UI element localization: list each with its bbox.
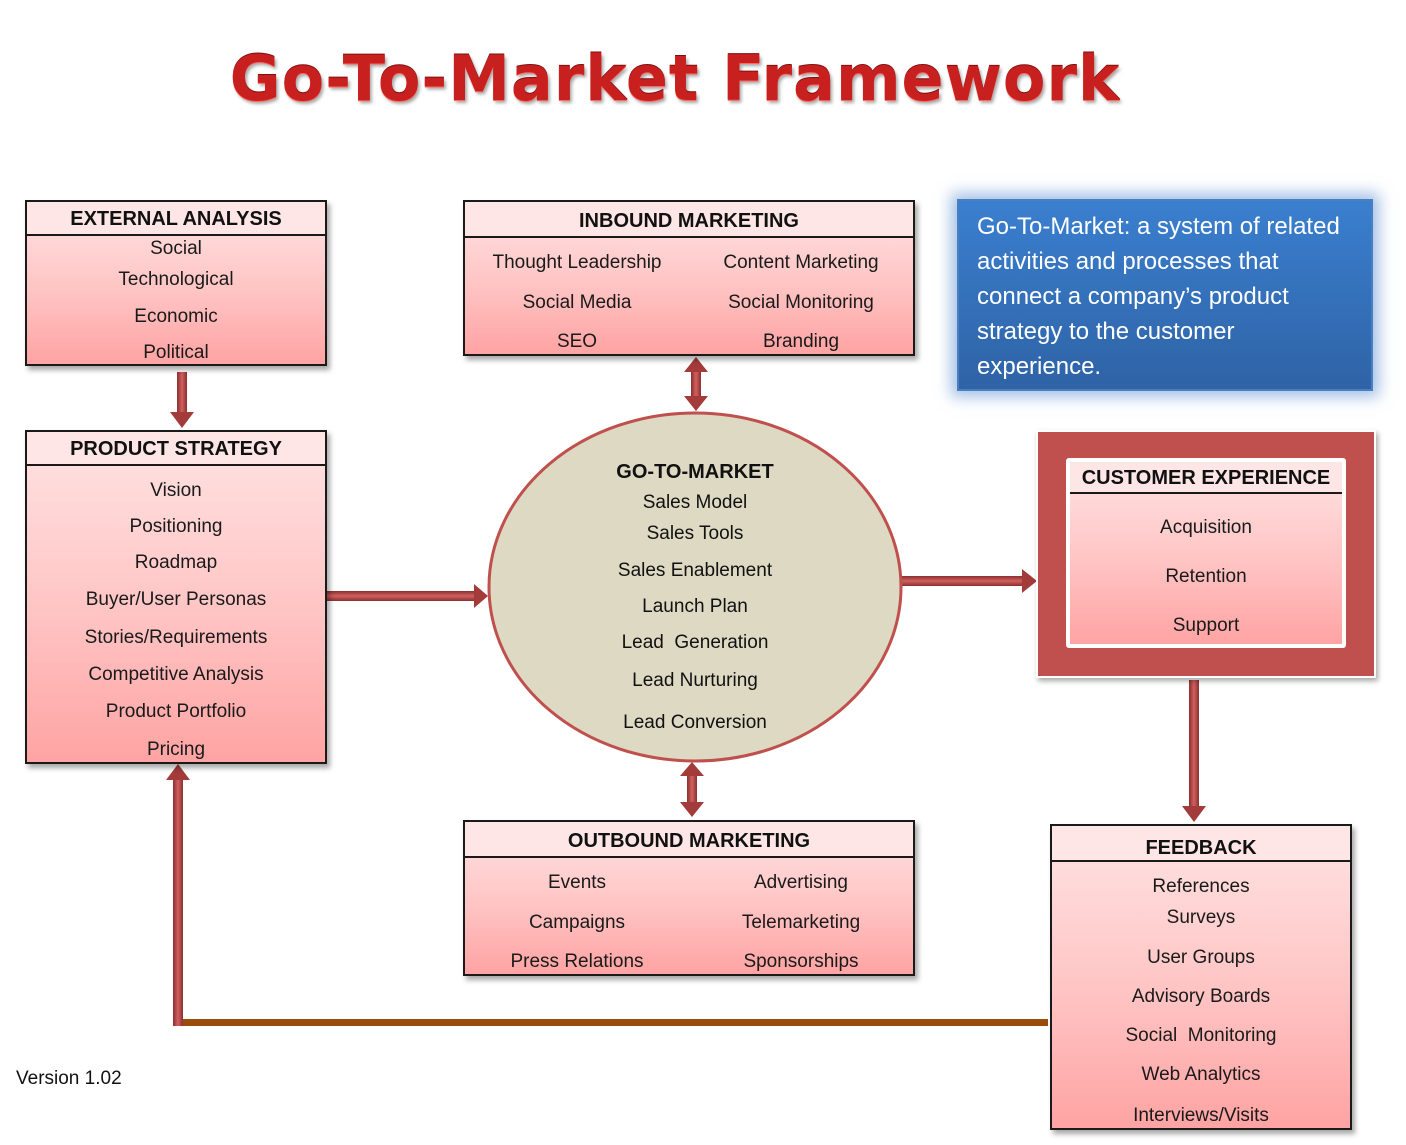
list-item: Economic: [134, 306, 218, 327]
list-item: Telemarketing: [741, 912, 861, 933]
list-item: User Groups: [1147, 947, 1255, 968]
arrow-gtm-to-cx: [900, 569, 1037, 593]
list-item: Interviews/Visits: [1133, 1105, 1269, 1126]
list-item: Retention: [1165, 566, 1247, 587]
arrow-inbound-gtm: [684, 357, 708, 411]
list-item: Buyer/User Personas: [85, 589, 267, 610]
list-item: Support: [1172, 615, 1240, 636]
list-item: Sales Enablement: [617, 560, 773, 581]
list-item: Product Portfolio: [105, 701, 247, 722]
feedback-title: FEEDBACK: [1052, 826, 1350, 862]
product-strategy-title: PRODUCT STRATEGY: [27, 432, 325, 466]
arrow-external-to-product: [170, 372, 194, 428]
list-item: Acquisition: [1160, 517, 1252, 538]
list-item: Thought Leadership: [492, 252, 662, 273]
list-item: Social: [150, 238, 202, 259]
list-item: SEO: [556, 331, 598, 352]
list-item: Social Monitoring: [728, 292, 874, 313]
list-item: Social Monitoring: [1125, 1025, 1277, 1046]
list-item: Sponsorships: [743, 951, 859, 972]
list-item: Competitive Analysis: [88, 664, 264, 685]
list-item: Lead Conversion: [623, 712, 767, 733]
outbound-marketing-box: OUTBOUND MARKETING Events Campaigns Pres…: [463, 820, 915, 976]
product-strategy-box: PRODUCT STRATEGY Vision Positioning Road…: [25, 430, 327, 764]
list-item: Content Marketing: [723, 252, 879, 273]
list-item: Sales Tools: [646, 523, 744, 544]
version-label: Version 1.02: [16, 1068, 122, 1089]
list-item: Branding: [762, 331, 840, 352]
external-analysis-box: EXTERNAL ANALYSIS Social Technological E…: [25, 200, 327, 366]
list-item: Advisory Boards: [1131, 986, 1271, 1007]
list-item: Sales Model: [642, 492, 748, 513]
list-item: Press Relations: [510, 951, 644, 972]
list-item: Lead Nurturing: [632, 670, 758, 691]
list-item: Social Media: [522, 292, 632, 313]
go-to-market-title: GO-TO-MARKET: [616, 461, 774, 483]
list-item: Stories/Requirements: [84, 627, 268, 648]
list-item: Roadmap: [134, 552, 218, 573]
definition-callout: Go-To-Market: a system of related activi…: [957, 199, 1373, 391]
inbound-marketing-title: INBOUND MARKETING: [465, 202, 913, 238]
arrow-cx-to-feedback: [1182, 680, 1206, 822]
customer-experience-frame: CUSTOMER EXPERIENCE Acquisition Retentio…: [1036, 430, 1376, 678]
list-item: Events: [547, 872, 607, 893]
list-item: References: [1152, 876, 1250, 897]
list-item: Surveys: [1166, 907, 1236, 928]
list-item: Advertising: [754, 872, 848, 893]
list-item: Political: [143, 342, 209, 363]
customer-experience-title: CUSTOMER EXPERIENCE: [1070, 462, 1342, 494]
go-to-market-ellipse: [487, 411, 903, 763]
list-item: Web Analytics: [1141, 1064, 1261, 1085]
feedback-box: FEEDBACK References Surveys User Groups …: [1050, 824, 1352, 1130]
list-item: Lead Generation: [621, 632, 769, 653]
external-analysis-title: EXTERNAL ANALYSIS: [27, 202, 325, 236]
list-item: Vision: [150, 480, 202, 501]
customer-experience-box: CUSTOMER EXPERIENCE Acquisition Retentio…: [1070, 462, 1342, 644]
page-title: Go-To-Market Framework: [229, 42, 1121, 115]
list-item: Campaigns: [528, 912, 626, 933]
list-item: Positioning: [129, 516, 223, 537]
list-item: Pricing: [146, 739, 206, 760]
inbound-marketing-box: INBOUND MARKETING Thought Leadership Soc…: [463, 200, 915, 356]
arrow-product-to-gtm: [326, 584, 488, 608]
outbound-marketing-title: OUTBOUND MARKETING: [465, 822, 913, 858]
list-item: Launch Plan: [642, 596, 748, 617]
arrow-gtm-outbound: [680, 762, 704, 817]
list-item: Technological: [118, 269, 234, 290]
arrow-feedback-to-product: [166, 764, 1048, 1026]
